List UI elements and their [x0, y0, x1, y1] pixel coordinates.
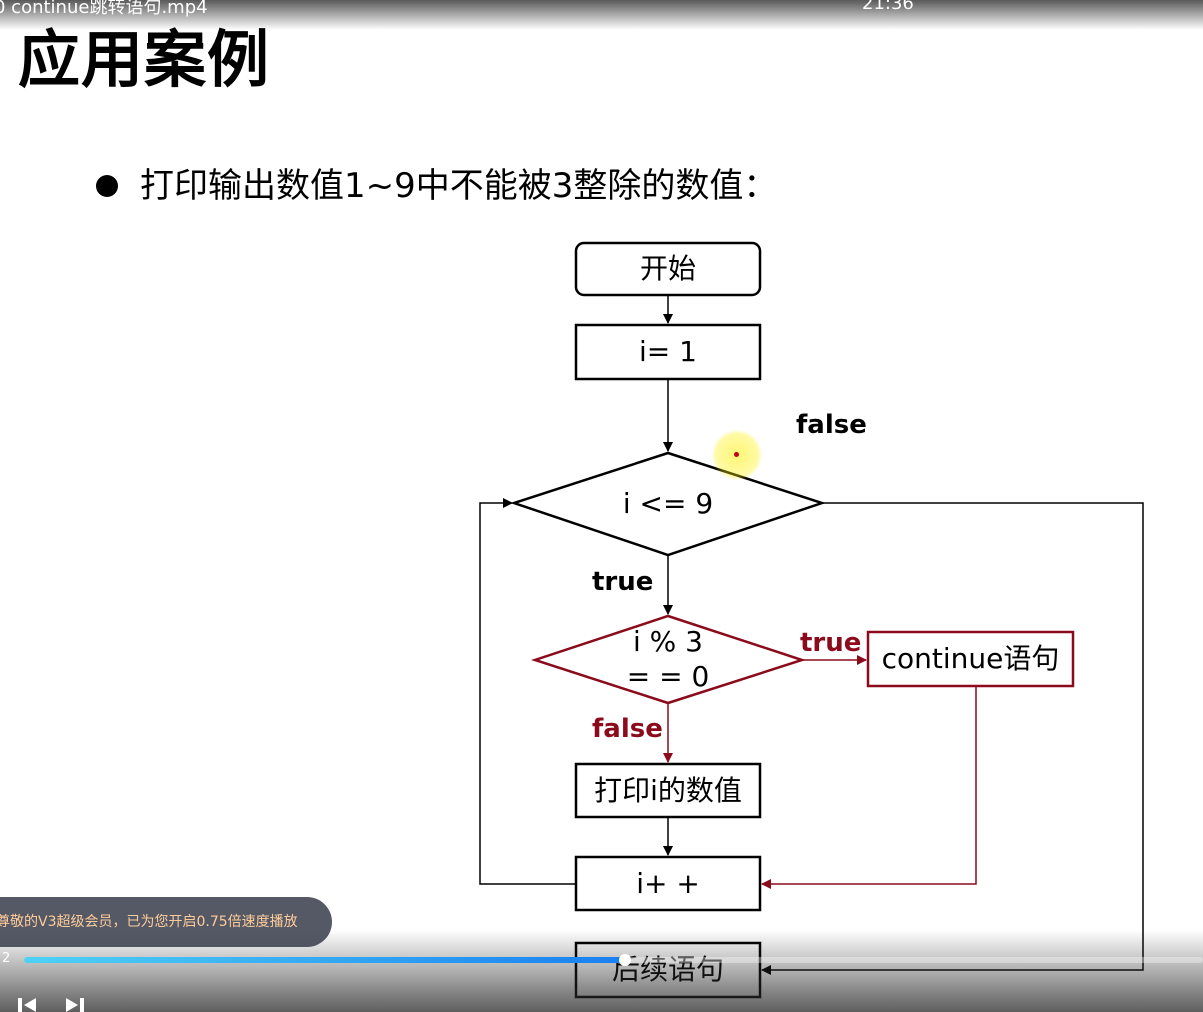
progress-bar[interactable] — [24, 954, 1203, 966]
previous-icon[interactable] — [14, 998, 40, 1012]
vip-speed-toast: 尊敬的V3超级会员，已为您开启0.75倍速度播放 — [0, 897, 332, 947]
bullet-dot — [96, 175, 118, 197]
mod-condition-node — [530, 614, 807, 705]
start-node — [574, 241, 762, 297]
edge-loop-false-exit — [761, 502, 1144, 975]
init-node — [574, 323, 762, 381]
edge-increment-loopback — [479, 498, 576, 885]
mod-false-label: false — [592, 714, 663, 744]
mod-true-label: true — [800, 628, 862, 658]
progress-fill — [24, 957, 626, 963]
progress-time: 2 — [2, 951, 11, 966]
video-file-name: 0 continue跳转语句.mp4 — [0, 0, 208, 18]
loop-condition-node — [510, 451, 826, 557]
loop-false-label: false — [796, 410, 867, 440]
edge-continue-increment — [761, 686, 977, 889]
continue-node — [866, 630, 1075, 688]
slide-title: 应用案例 — [18, 23, 271, 96]
video-clock: 21:36 — [862, 0, 914, 14]
next-icon[interactable] — [62, 998, 88, 1012]
progress-thumb[interactable] — [619, 954, 632, 966]
cursor-dot — [734, 452, 739, 457]
video-top-bar: 0 continue跳转语句.mp4 21:36 — [0, 0, 1203, 30]
bullet-text: 打印输出数值1~9中不能被3整除的数值： — [140, 166, 778, 206]
loop-true-label: true — [592, 567, 654, 597]
print-node — [574, 762, 762, 819]
increment-node — [574, 855, 762, 912]
